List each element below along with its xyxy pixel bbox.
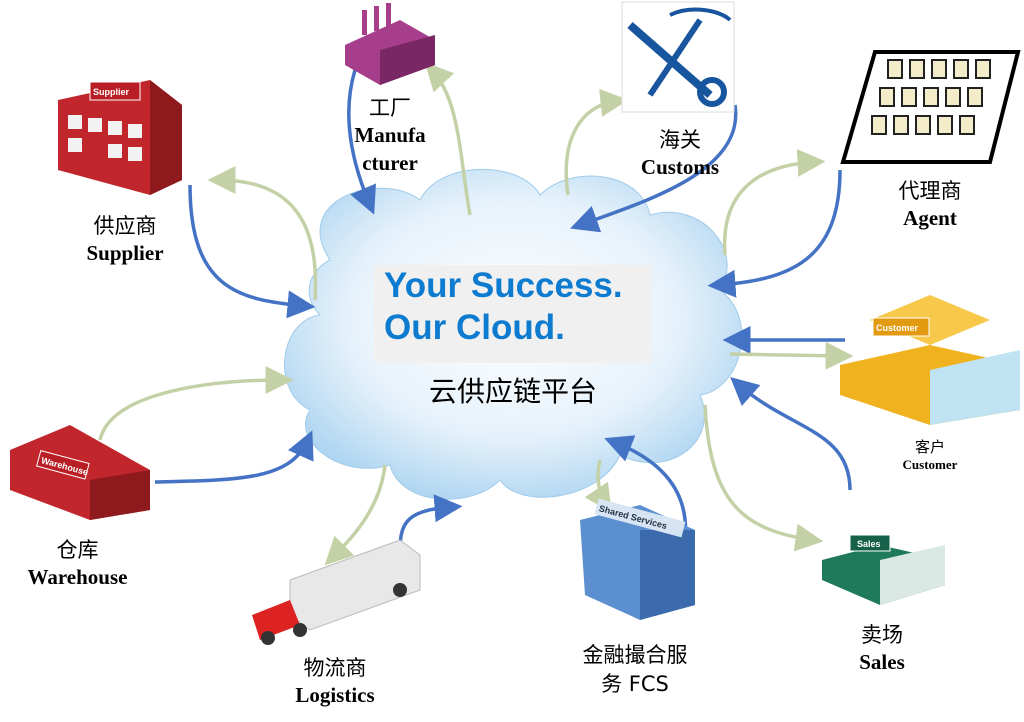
warehouse-en: Warehouse: [27, 565, 128, 589]
arrow-supplier-in: [188, 184, 316, 319]
logistics-en: Logistics: [295, 683, 375, 707]
arrow-warehouse-in: [154, 430, 314, 484]
arrow-agent-out: [722, 148, 826, 256]
factory-icon: [345, 3, 435, 85]
customer-building-icon: Customer: [840, 295, 1020, 425]
manufacturer-en-1: Manufa: [354, 123, 426, 147]
customs-en: Customs: [640, 155, 720, 179]
manufacturer-zh: 工厂: [369, 96, 411, 120]
manufacturer-en-2: cturer: [362, 151, 418, 175]
svg-text:Supplier: Supplier: [93, 87, 130, 97]
sales-zh: 卖场: [861, 623, 903, 647]
logistics-zh: 物流商: [303, 656, 367, 680]
warehouse-label: 仓库 Warehouse: [10, 537, 145, 591]
manufacturer-label: 工厂 Manufa cturer: [330, 95, 450, 177]
fcs-line-2: 务 FCS: [601, 672, 669, 696]
slogan-line-1: Your Success.: [384, 266, 623, 305]
arrow-agent-in: [707, 169, 842, 298]
svg-text:Customer: Customer: [876, 323, 919, 333]
slogan-box: Your Success. Our Cloud.: [374, 265, 652, 363]
arrow-manufacturer-out: [424, 62, 472, 216]
customs-emblem-icon: [621, 1, 735, 113]
warehouse-building-icon: Warehouse: [10, 425, 150, 520]
arrow-customs-in: [570, 104, 738, 233]
logistics-label: 物流商 Logistics: [270, 655, 400, 709]
customer-en: Customer: [902, 457, 958, 472]
arrow-fcs-in: [604, 435, 688, 541]
shared-services-building-icon: Shared Services: [580, 498, 695, 620]
supplier-en: Supplier: [86, 241, 164, 265]
arrow-customer-out: [729, 341, 854, 370]
supplier-zh: 供应商: [93, 214, 157, 238]
slogan-line-2: Our Cloud.: [384, 308, 565, 347]
customer-zh: 客户: [914, 438, 945, 456]
sales-label: 卖场 Sales: [822, 622, 942, 676]
arrow-customs-out: [564, 88, 629, 196]
arrow-logistics-in: [398, 494, 463, 551]
truck-icon: [252, 539, 421, 645]
arrow-sales-in: [730, 377, 852, 491]
platform-title: 云供应链平台: [428, 375, 597, 408]
agent-en: Agent: [903, 206, 957, 230]
fcs-label: 金融撮合服 务 FCS: [560, 642, 710, 700]
svg-text:Sales: Sales: [857, 539, 881, 549]
arrow-logistics-out: [324, 464, 387, 566]
arrow-warehouse-out: [98, 366, 294, 441]
agent-grid-icon: [840, 50, 1021, 164]
customs-label: 海关 Customs: [620, 127, 740, 181]
sales-en: Sales: [859, 650, 905, 674]
sales-building-icon: Sales: [822, 534, 945, 605]
fcs-line-1: 金融撮合服: [582, 643, 688, 667]
agent-label: 代理商 Agent: [870, 178, 990, 232]
supplier-building-icon: Supplier: [58, 80, 182, 195]
customs-zh: 海关: [659, 128, 701, 152]
customer-label: 客户 Customer: [880, 436, 980, 473]
agent-zh: 代理商: [898, 179, 962, 203]
arrow-manufacturer-in: [347, 69, 376, 215]
arrow-sales-out: [703, 404, 824, 552]
arrow-supplier-out: [207, 166, 318, 301]
warehouse-zh: 仓库: [56, 538, 99, 562]
supplier-label: 供应商 Supplier: [60, 213, 190, 267]
